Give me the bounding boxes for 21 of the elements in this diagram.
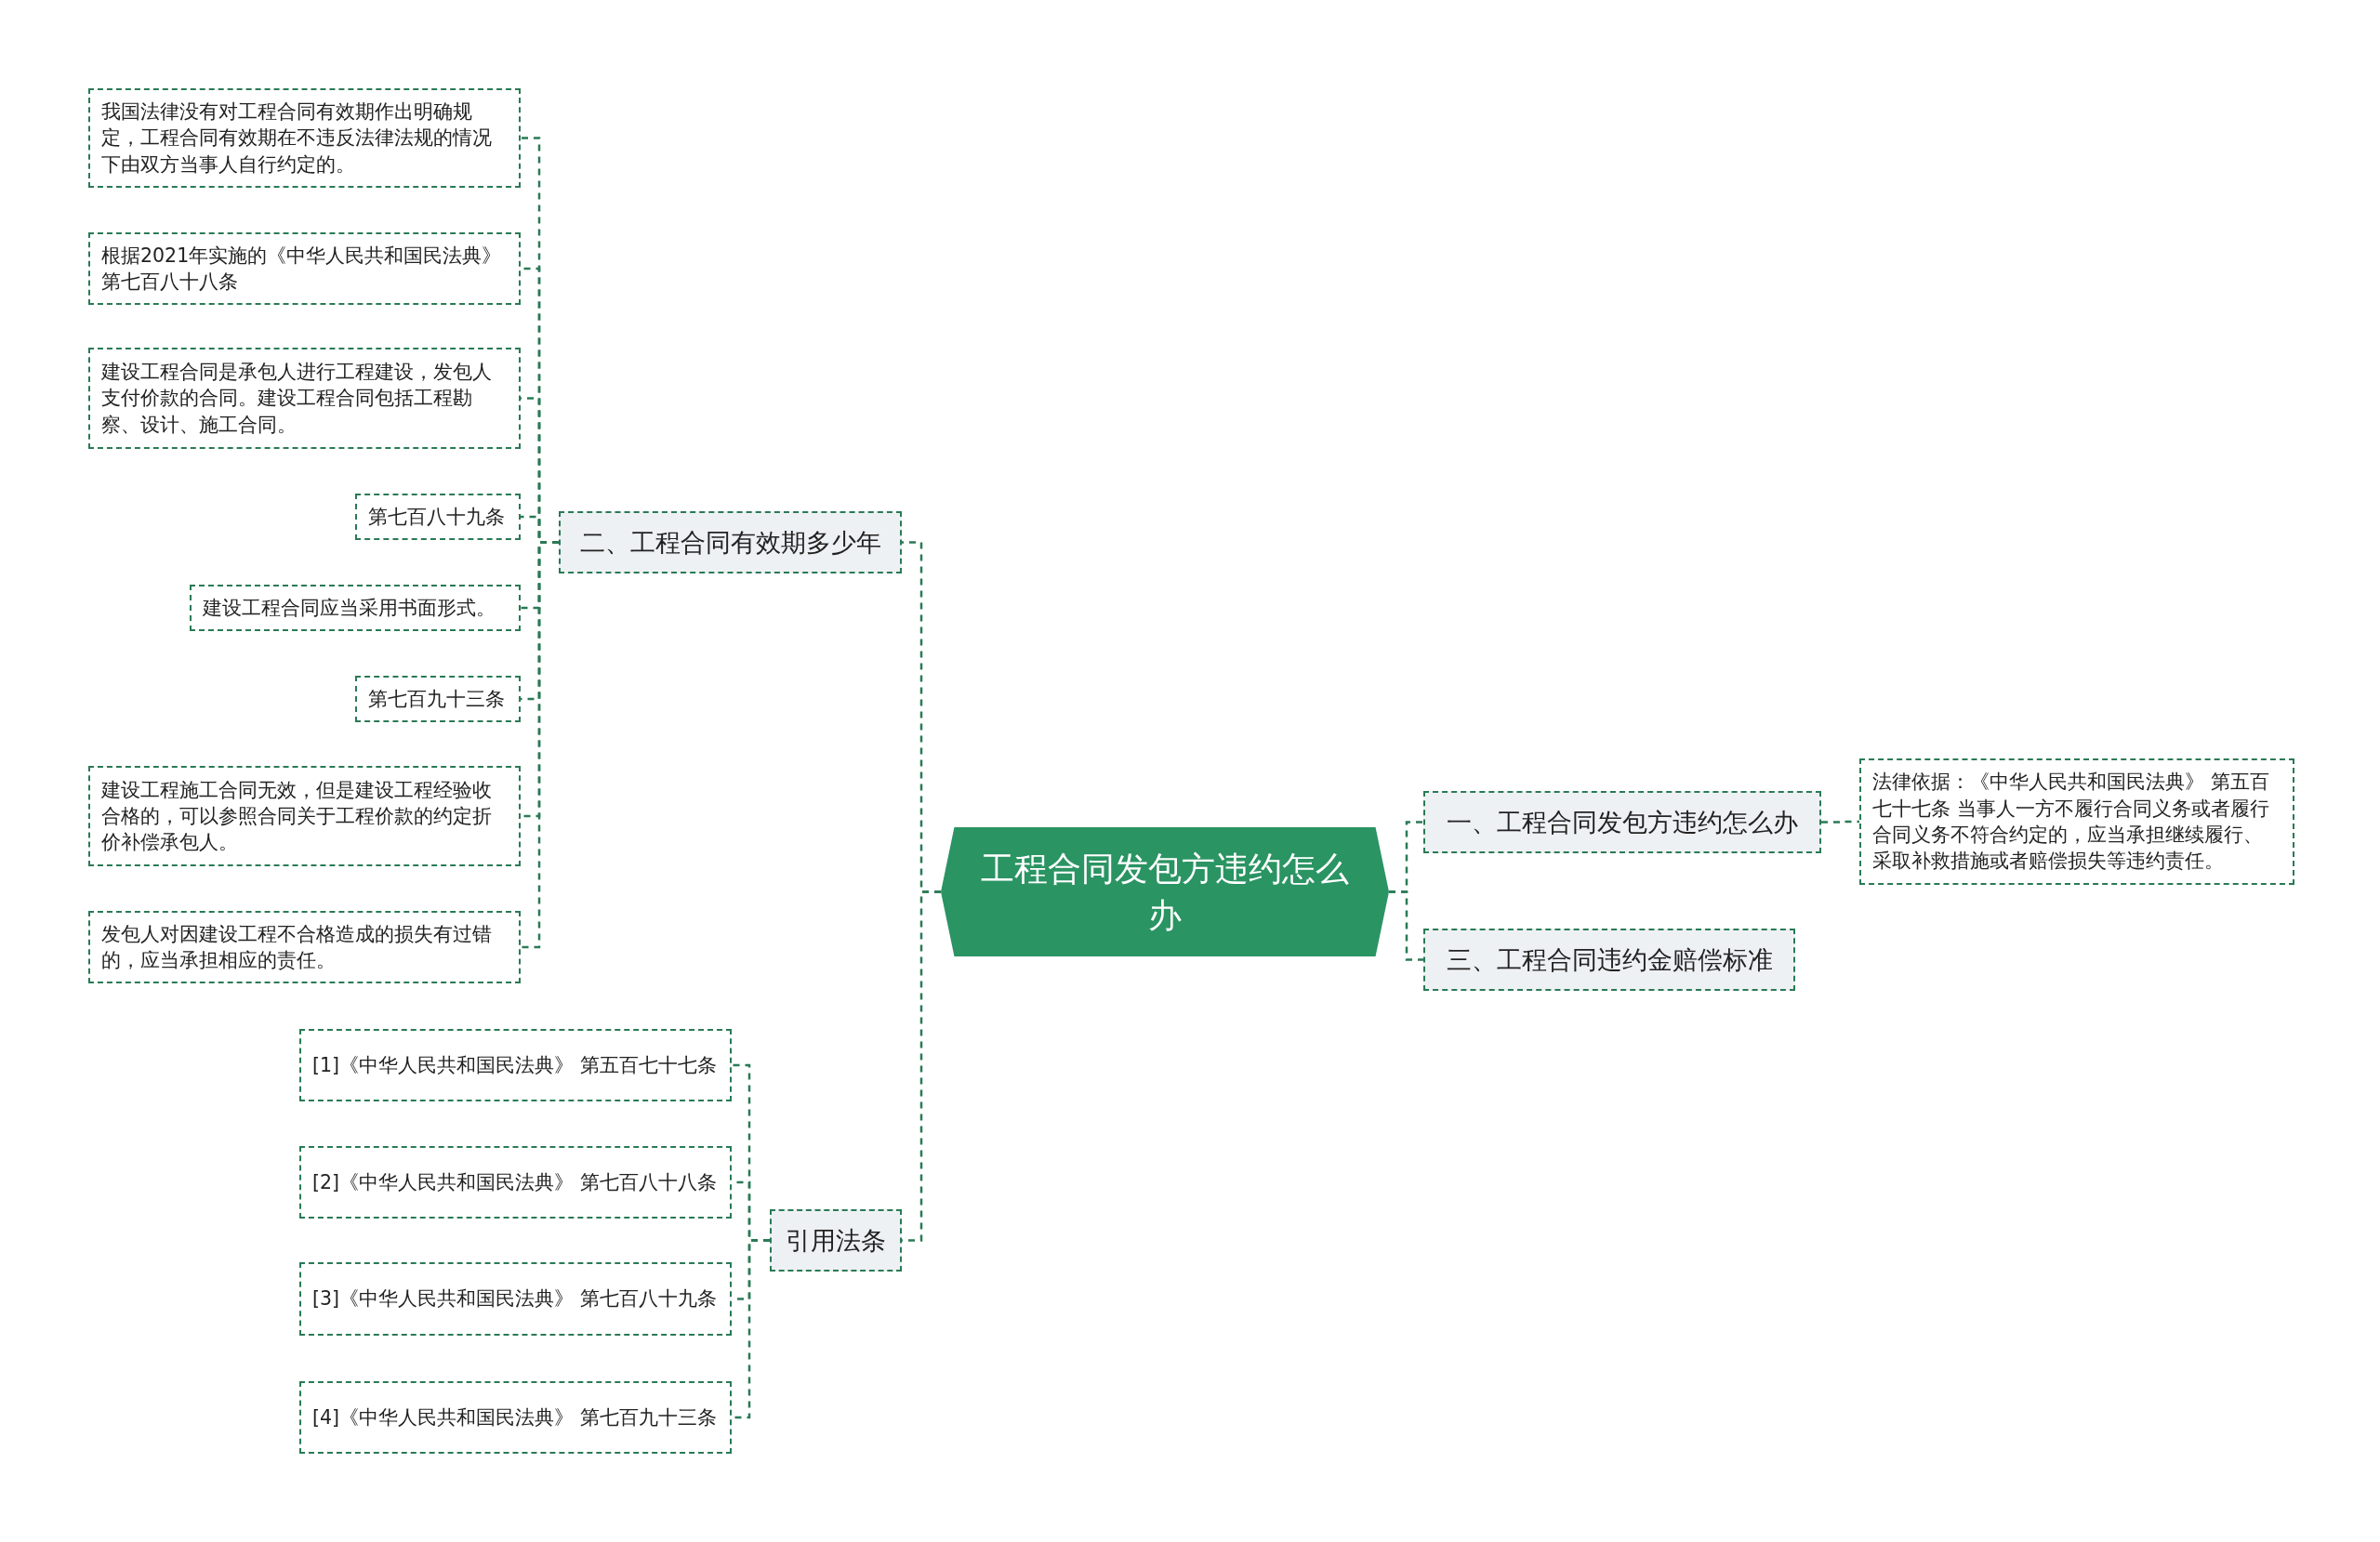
subtopic-box: 根据2021年实施的《中华人民共和国民法典》第七百八十八条 — [88, 232, 521, 305]
subtopic-box: 发包人对因建设工程不合格造成的损失有过错的，应当承担相应的责任。 — [88, 911, 521, 983]
connector-line — [1389, 890, 1423, 961]
central-topic: 工程合同发包方违约怎么办 — [941, 827, 1389, 956]
subtopic-box: 我国法律没有对工程合同有效期作出明确规定，工程合同有效期在不违反法律法规的情况下由双方当事人自行约定的。 — [88, 88, 521, 188]
subtopic-box: [4]《中华人民共和国民法典》 第七百九十三条 — [299, 1381, 732, 1454]
subtopic-box: 建设工程施工合同无效，但是建设工程经验收合格的，可以参照合同关于工程价款的约定折价补偿承包人。 — [88, 766, 521, 866]
branch-topic: 引用法条 — [770, 1209, 902, 1272]
branch-topic: 二、工程合同有效期多少年 — [559, 511, 902, 573]
connector-line — [521, 541, 559, 949]
subtopic-box: 第七百九十三条 — [355, 676, 521, 722]
subtopic-box: [3]《中华人民共和国民法典》 第七百八十九条 — [299, 1262, 732, 1336]
connector-line — [1821, 820, 1859, 824]
branch-topic: 一、工程合同发包方违约怎么办 — [1423, 791, 1821, 853]
subtopic-box: [2]《中华人民共和国民法典》 第七百八十八条 — [299, 1146, 732, 1219]
subtopic-box: [1]《中华人民共和国民法典》 第五百七十七条 — [299, 1029, 732, 1101]
subtopic-box: 第七百八十九条 — [355, 494, 521, 540]
subtopic-box: 法律依据：《中华人民共和国民法典》 第五百七十七条 当事人一方不履行合同义务或者履行合同义务不符合约定的，应当承担继续履行、采取补救措施或者赔偿损失等违约责任。 — [1859, 758, 2294, 885]
subtopic-box: 建设工程合同是承包人进行工程建设，发包人支付价款的合同。建设工程合同包括工程勘察、设计、施工合同。 — [88, 348, 521, 449]
subtopic-box: 建设工程合同应当采用书面形式。 — [190, 585, 521, 631]
branch-topic: 三、工程合同违约金赔偿标准 — [1423, 929, 1795, 991]
